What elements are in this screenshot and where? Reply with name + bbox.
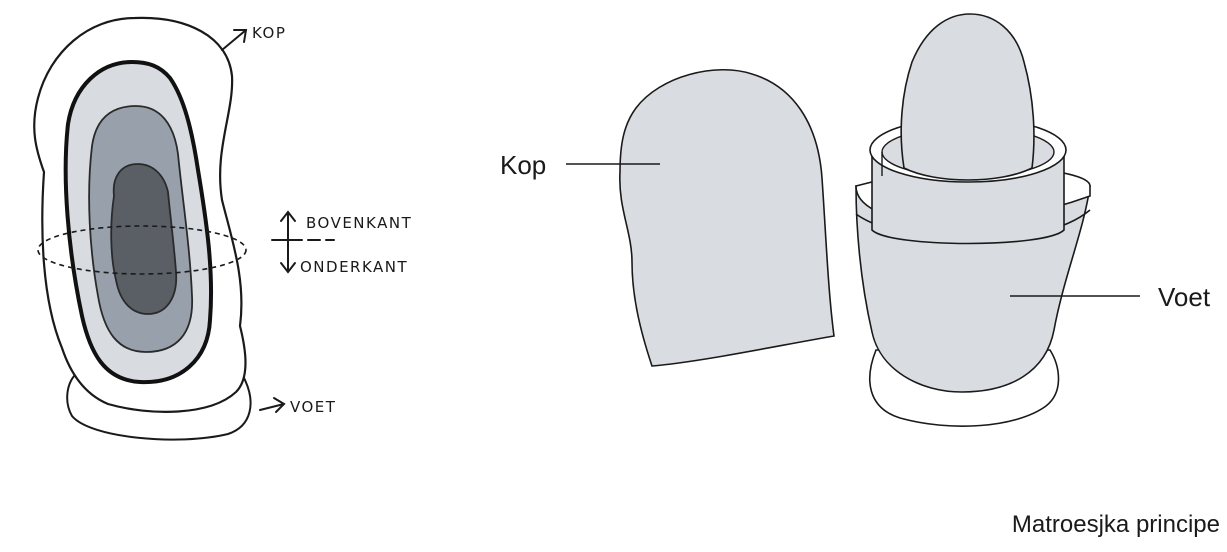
sketch-foot-arrow [259, 397, 286, 413]
sketch-label-top: Bovenkant [306, 214, 412, 232]
innermost-head [900, 13, 1035, 181]
label-head: Kop [500, 150, 546, 180]
head-shell: Kop [500, 68, 835, 367]
sketch-label-head: Kop [252, 24, 286, 42]
sketch-updown-arrow [271, 210, 335, 274]
sketch-label-foot: Voet [290, 398, 336, 416]
foot-assembly: Voet [855, 13, 1211, 427]
caption: Matroesjka principe [1012, 511, 1220, 538]
sketch-label-bottom: Onderkant [300, 258, 408, 276]
sketch-cut-line [37, 225, 247, 275]
label-foot: Voet [1158, 282, 1211, 312]
sketch-doll: Kop Bovenkant Onderkant Voet [33, 16, 412, 441]
sketch-layer-3 [110, 163, 178, 315]
sketch-head-arrow [221, 29, 248, 51]
head-shell-shape [619, 68, 835, 367]
